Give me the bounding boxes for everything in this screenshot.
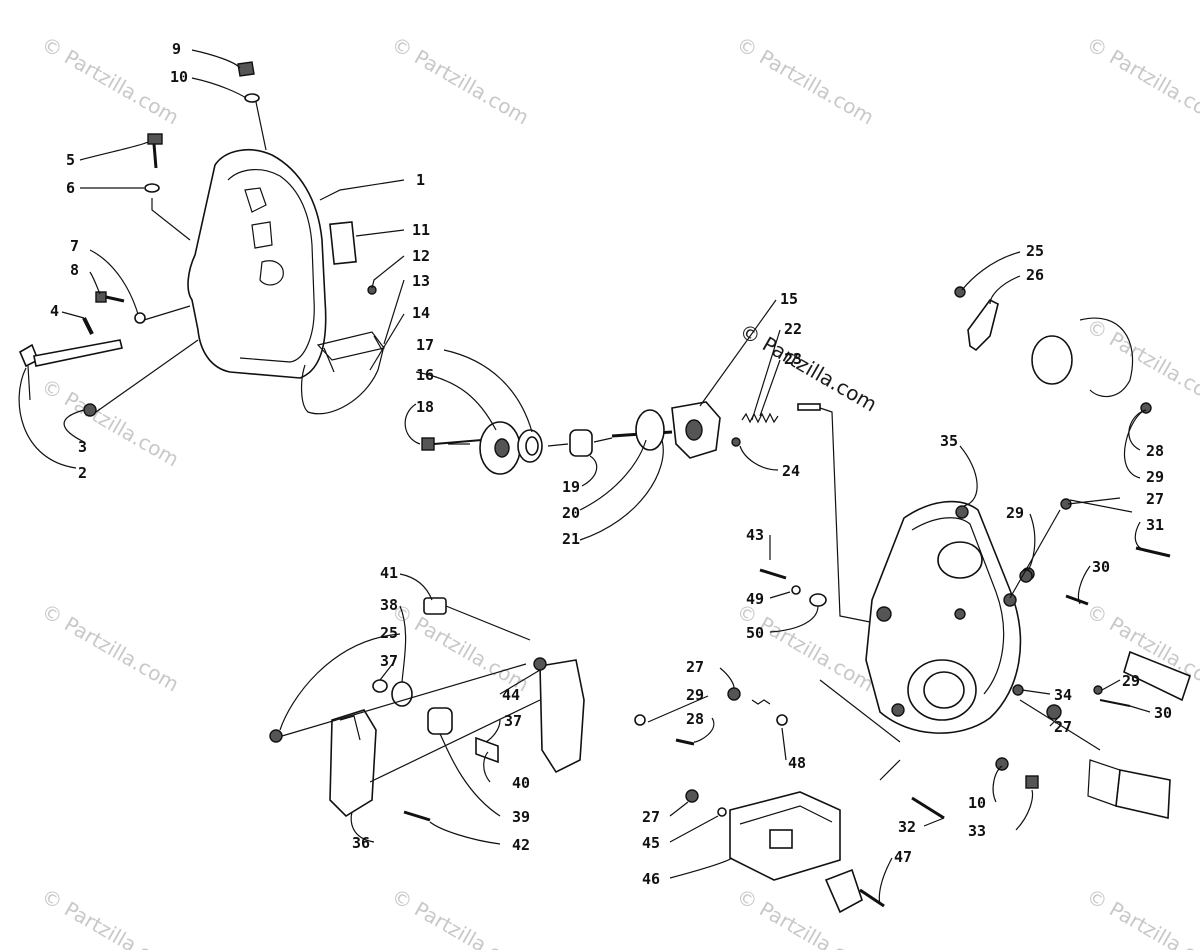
housing-bottom: [685, 789, 885, 914]
callout-22: 22: [784, 320, 802, 338]
callout-45: 45: [642, 834, 660, 852]
callout-15: 15: [780, 290, 798, 308]
watermarks: © Partzilla.com © Partzilla.com © Partzi…: [38, 32, 1200, 950]
watermark: © Partzilla.com: [38, 32, 184, 130]
callout-5: 5: [66, 151, 75, 169]
callout-1: 1: [416, 171, 425, 189]
callout-23: 23: [784, 350, 802, 368]
left-cover-assembly: [18, 61, 386, 417]
callout-19: 19: [562, 478, 580, 496]
callout-29: 29: [1006, 504, 1024, 522]
callout-25: 25: [380, 624, 398, 642]
watermark: © Partzilla.com: [38, 884, 184, 950]
callout-14: 14: [412, 304, 430, 322]
callout-30: 30: [1154, 704, 1172, 722]
callout-28: 28: [1146, 442, 1164, 460]
callout-49: 49: [746, 590, 764, 608]
callout-26: 26: [1026, 266, 1044, 284]
callout-29: 29: [686, 686, 704, 704]
callout-37: 37: [380, 652, 398, 670]
actuator-assembly: [421, 401, 871, 623]
callout-27: 27: [1054, 718, 1072, 736]
callout-21: 21: [562, 530, 580, 548]
callout-38: 38: [380, 596, 398, 614]
callout-42: 42: [512, 836, 530, 854]
callout-labels: 9 10 5 6 1 11 12 13 14 7 8 4 3 2 16 17 1…: [50, 40, 1172, 888]
callout-25: 25: [1026, 242, 1044, 260]
callout-48: 48: [788, 754, 806, 772]
callout-6: 6: [66, 179, 75, 197]
callout-27: 27: [642, 808, 660, 826]
callout-28: 28: [686, 710, 704, 728]
watermark: © Partzilla.com: [388, 32, 534, 130]
callout-16: 16: [416, 366, 434, 384]
watermark: © Partzilla.com: [733, 32, 879, 130]
callout-30: 30: [1092, 558, 1110, 576]
callout-7: 7: [70, 237, 79, 255]
watermark: © Partzilla.com: [388, 599, 534, 697]
watermark: © Partzilla.com: [38, 599, 184, 697]
watermark: © Partzilla.com: [38, 374, 184, 472]
callout-29: 29: [1146, 468, 1164, 486]
callout-13: 13: [412, 272, 430, 290]
callout-29: 29: [1122, 672, 1140, 690]
callout-37: 37: [504, 712, 522, 730]
watermark: © Partzilla.com: [1083, 32, 1200, 130]
callout-10: 10: [170, 68, 188, 86]
callout-10: 10: [968, 794, 986, 812]
callout-17: 17: [416, 336, 434, 354]
caliper-assembly: [269, 597, 695, 822]
callout-46: 46: [642, 870, 660, 888]
watermark: © Partzilla.com: [1083, 884, 1200, 950]
callout-24: 24: [782, 462, 800, 480]
callout-12: 12: [412, 247, 430, 265]
watermark: © Partzilla.com: [1083, 314, 1200, 412]
callout-18: 18: [416, 398, 434, 416]
callout-43: 43: [746, 526, 764, 544]
callout-4: 4: [50, 302, 59, 320]
callout-35: 35: [940, 432, 958, 450]
callout-20: 20: [562, 504, 580, 522]
callout-50: 50: [746, 624, 764, 642]
callout-27: 27: [686, 658, 704, 676]
callout-47: 47: [894, 848, 912, 866]
callout-34: 34: [1054, 686, 1072, 704]
callout-39: 39: [512, 808, 530, 826]
callout-3: 3: [78, 438, 87, 456]
callout-8: 8: [70, 261, 79, 279]
callout-36: 36: [352, 834, 370, 852]
gear-case-assembly: [727, 286, 1191, 820]
callout-33: 33: [968, 822, 986, 840]
callout-44: 44: [502, 686, 520, 704]
callout-2: 2: [78, 464, 87, 482]
leader-lines: [18, 49, 1151, 905]
callout-32: 32: [898, 818, 916, 836]
callout-11: 11: [412, 221, 430, 239]
callout-40: 40: [512, 774, 530, 792]
callout-27: 27: [1146, 490, 1164, 508]
watermark: © Partzilla.com: [733, 599, 879, 697]
watermark: © Partzilla.com: [388, 884, 534, 950]
callout-31: 31: [1146, 516, 1164, 534]
callout-9: 9: [172, 40, 181, 58]
callout-41: 41: [380, 564, 398, 582]
